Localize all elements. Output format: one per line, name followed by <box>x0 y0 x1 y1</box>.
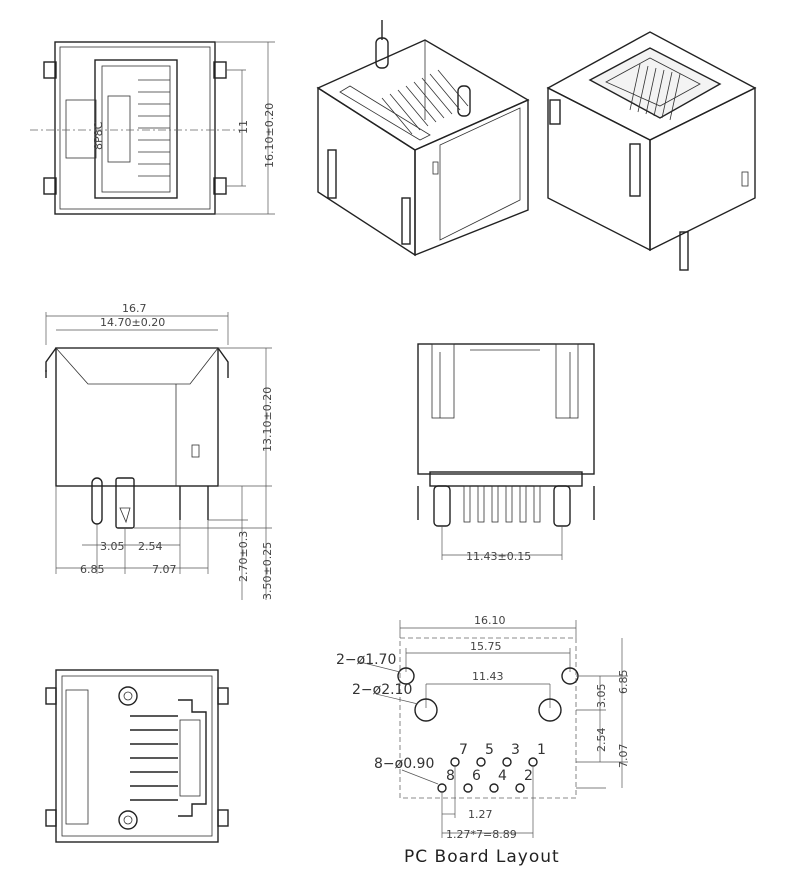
side-view: 11.43±0.15 <box>417 343 595 563</box>
pcb-mount-hole-label: 2−ø1.70 <box>336 652 396 668</box>
pcb-pin-5: 5 <box>485 742 494 758</box>
top-view-side-text: 8P8C <box>92 121 105 150</box>
front-view-leg-short: 2.70±0.3 <box>237 531 250 582</box>
pcb-dim-6-85: 6.85 <box>617 670 630 695</box>
pcb-pitch: 1.27 <box>468 808 493 821</box>
front-view: 16.7 14.70±0.20 13.10±0.20 2.70±0.3 3.50… <box>45 302 274 600</box>
bottom-view <box>45 669 229 843</box>
pcb-pin-6: 6 <box>472 768 481 784</box>
pcb-pin-7: 7 <box>459 742 468 758</box>
isometric-view-right <box>546 31 757 271</box>
front-view-body-width: 14.70±0.20 <box>100 316 165 329</box>
isometric-view-left <box>316 20 530 257</box>
pcb-pin-2: 2 <box>524 768 533 784</box>
pcb-post-hole-label: 2−ø2.10 <box>352 682 412 698</box>
pcb-mount-span: 15.75 <box>470 640 502 653</box>
pcb-layout: 16.10 15.75 11.43 2−ø1.70 2−ø2.10 7 5 3 … <box>336 614 630 867</box>
front-view-leg-long: 3.50±0.25 <box>261 542 274 600</box>
pcb-pin-1: 1 <box>537 742 546 758</box>
side-view-pitch-span: 11.43±0.15 <box>466 550 531 563</box>
pcb-pin-8: 8 <box>446 768 455 784</box>
top-view-inner-dim: 11 <box>237 120 250 134</box>
top-view: 8P8C 16.10±0.20 11 <box>30 41 276 215</box>
pcb-post-span: 11.43 <box>472 670 504 683</box>
pcb-outline-width: 16.10 <box>474 614 506 627</box>
front-view-bottom-right: 7.07 <box>152 563 177 576</box>
pcb-pitch-total: 1.27*7=8.89 <box>446 828 517 841</box>
pcb-pin-hole-label: 8−ø0.90 <box>374 756 434 772</box>
pcb-dim-2-54: 2.54 <box>595 728 608 753</box>
front-view-pin-offset-a: 3.05 <box>100 540 125 553</box>
front-view-total-width: 16.7 <box>122 302 147 315</box>
pcb-layout-title: PC Board Layout <box>404 847 560 867</box>
front-view-pin-offset-b: 2.54 <box>138 540 163 553</box>
front-view-bottom-left: 6.85 <box>80 563 105 576</box>
pcb-dim-3-05: 3.05 <box>595 684 608 709</box>
front-view-height: 13.10±0.20 <box>261 387 274 452</box>
pcb-pin-3: 3 <box>511 742 520 758</box>
pcb-dim-7-07: 7.07 <box>617 744 630 769</box>
pcb-pin-4: 4 <box>498 768 507 784</box>
top-view-height-dim: 16.10±0.20 <box>263 103 276 168</box>
